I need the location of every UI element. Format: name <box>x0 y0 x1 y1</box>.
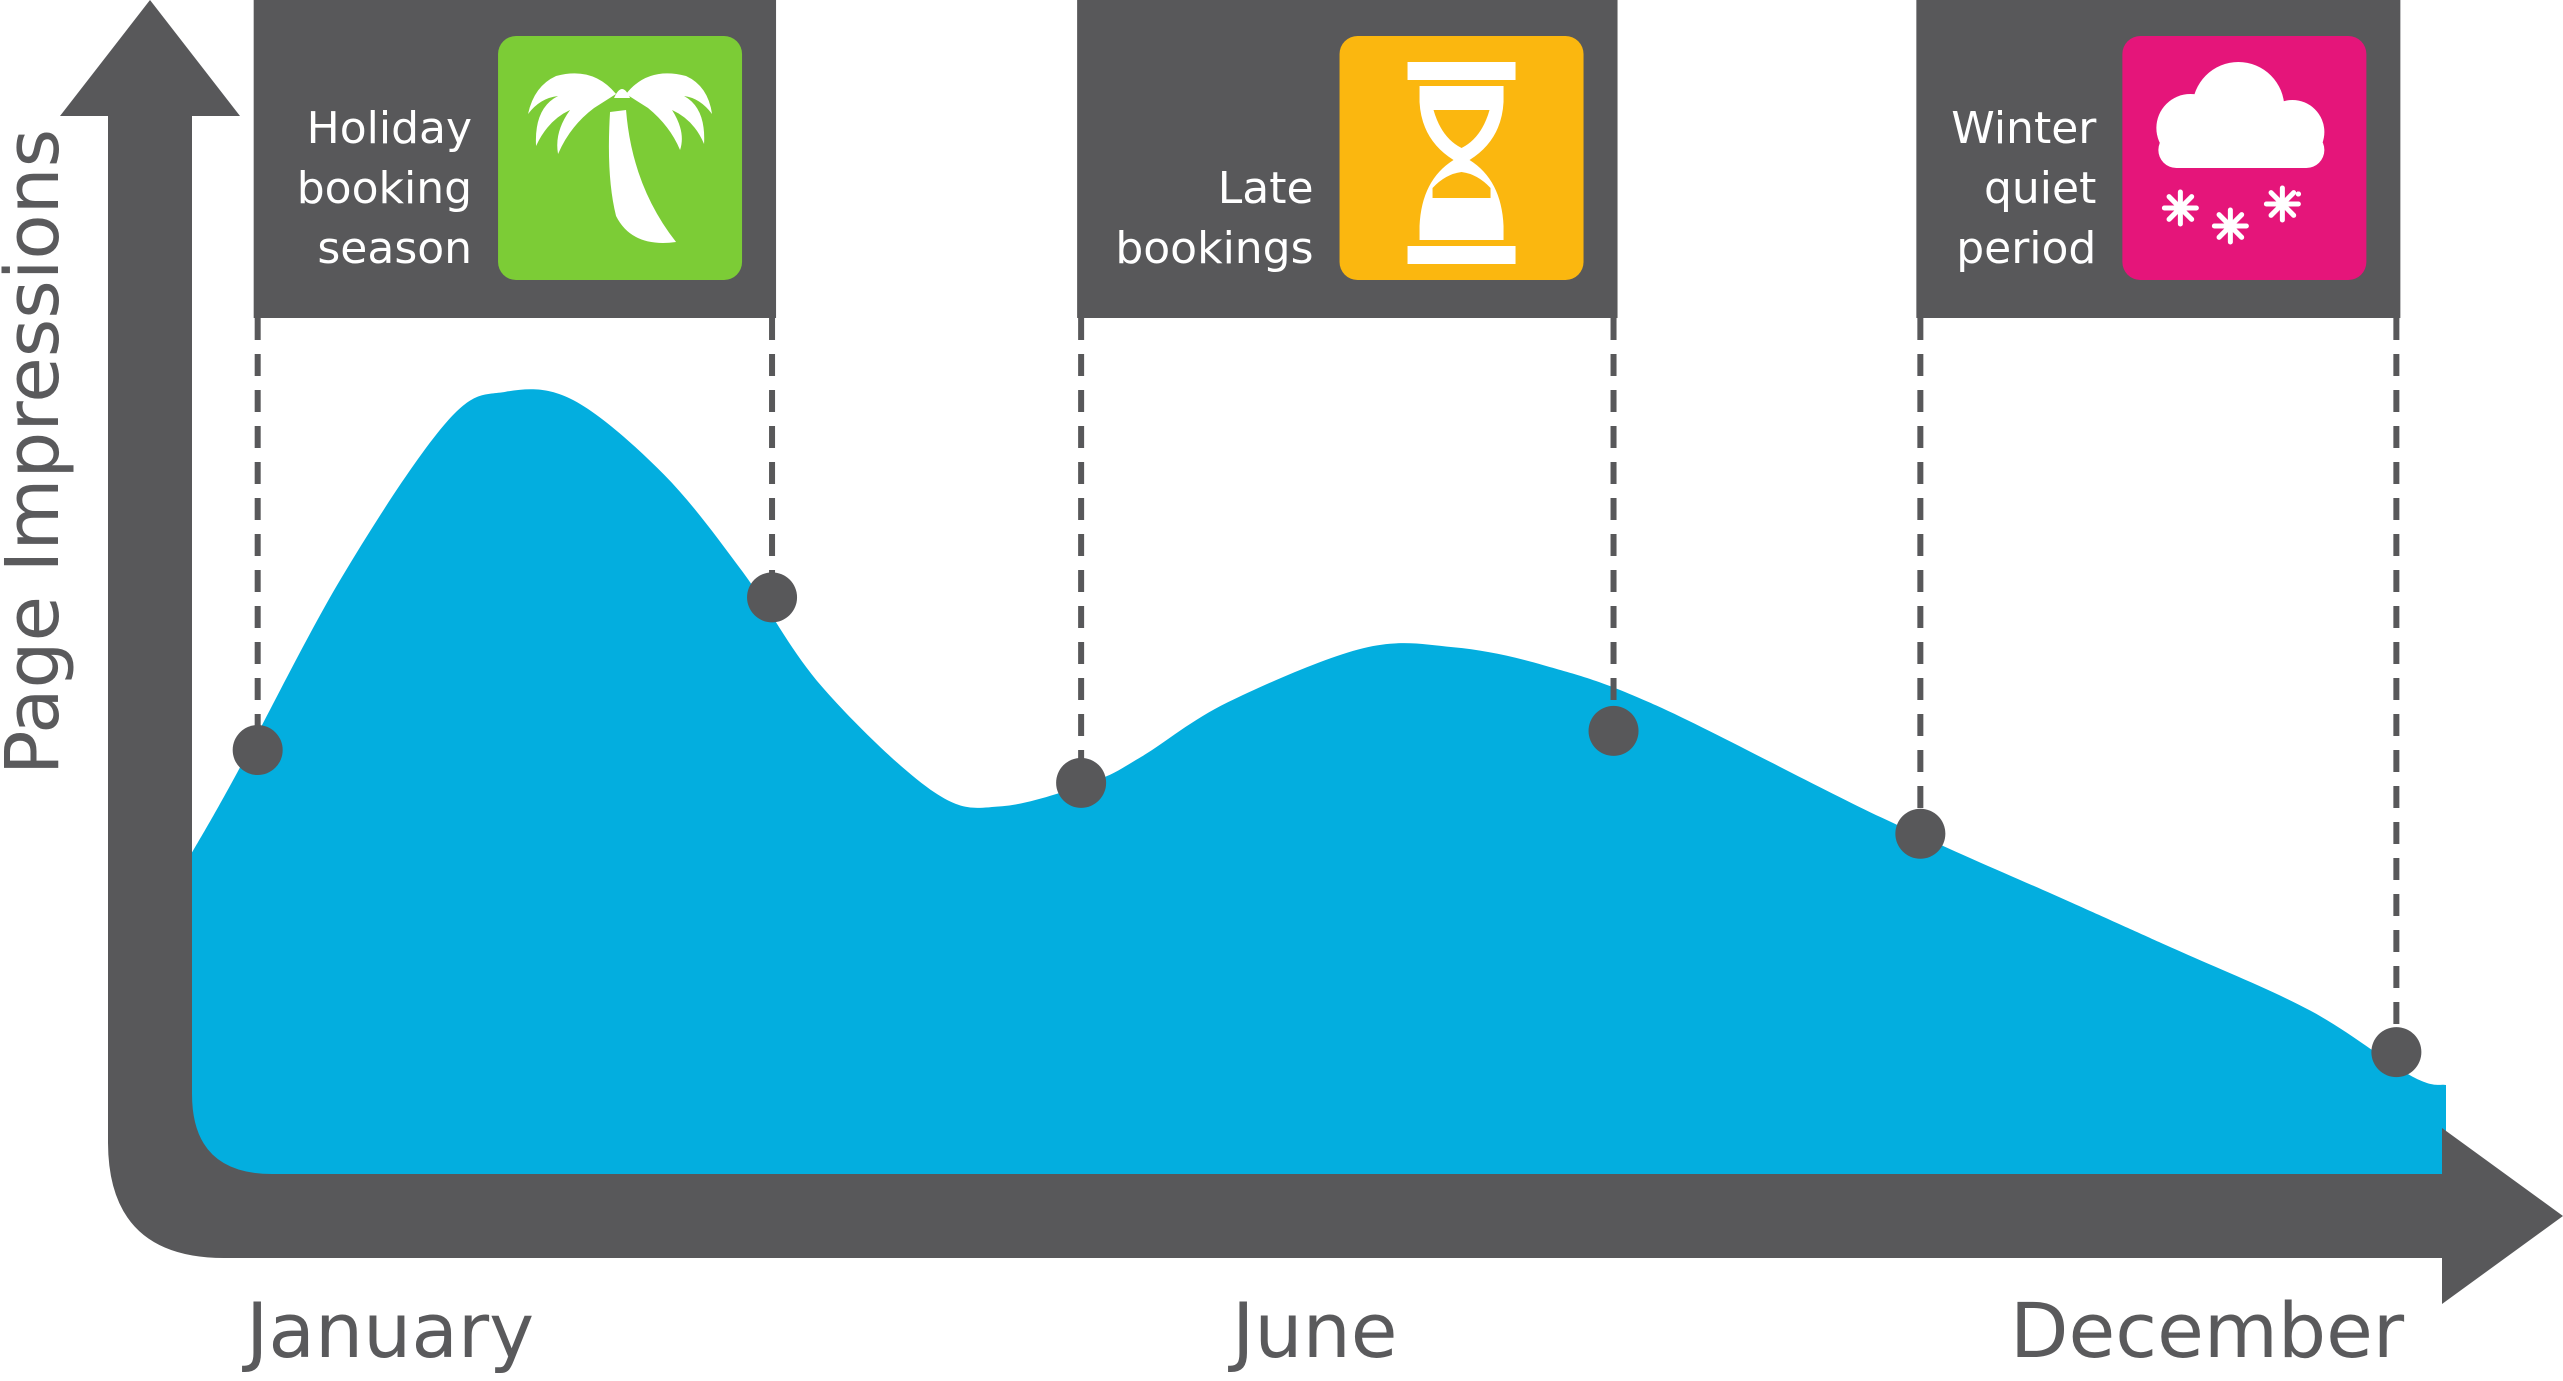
annotation-label: Late <box>1218 163 1314 214</box>
data-marker <box>2371 1027 2422 1078</box>
hourglass-icon <box>1407 62 1516 264</box>
annotation-0: Holiday booking season <box>253 0 777 750</box>
annotation-2: Winter quiet period <box>1916 0 2401 1053</box>
y-axis-arrowhead <box>60 0 240 116</box>
annotation-label: Winter <box>1951 103 2097 154</box>
annotation-label: booking <box>297 163 472 214</box>
annotations: Holiday booking season Late bookings Winter qu… <box>253 0 2401 1053</box>
annotation-label: bookings <box>1115 223 1313 274</box>
annotation-label: period <box>1956 223 2096 274</box>
markers <box>232 572 2422 1078</box>
annotation-label: Holiday <box>307 103 472 154</box>
x-tick-label-june: June <box>1228 1286 1398 1375</box>
area-series <box>190 389 2446 1175</box>
snow-cloud-icon <box>2156 62 2325 245</box>
annotation-1: Late bookings <box>1077 0 1618 783</box>
x-tick-label-january: January <box>242 1286 534 1375</box>
annotation-label: quiet <box>1984 163 2096 214</box>
palm-tree-icon <box>528 73 713 243</box>
y-axis-label: Page Impressions <box>0 129 76 775</box>
data-marker <box>232 725 283 775</box>
annotation-label: season <box>317 223 472 274</box>
data-marker <box>1588 705 1639 756</box>
data-marker <box>747 572 798 623</box>
x-axis-arrowhead <box>2442 1128 2563 1304</box>
data-marker <box>1895 808 1946 859</box>
x-tick-label-december: December <box>2010 1286 2405 1375</box>
data-marker <box>1056 757 1107 808</box>
axes <box>60 0 2563 1304</box>
